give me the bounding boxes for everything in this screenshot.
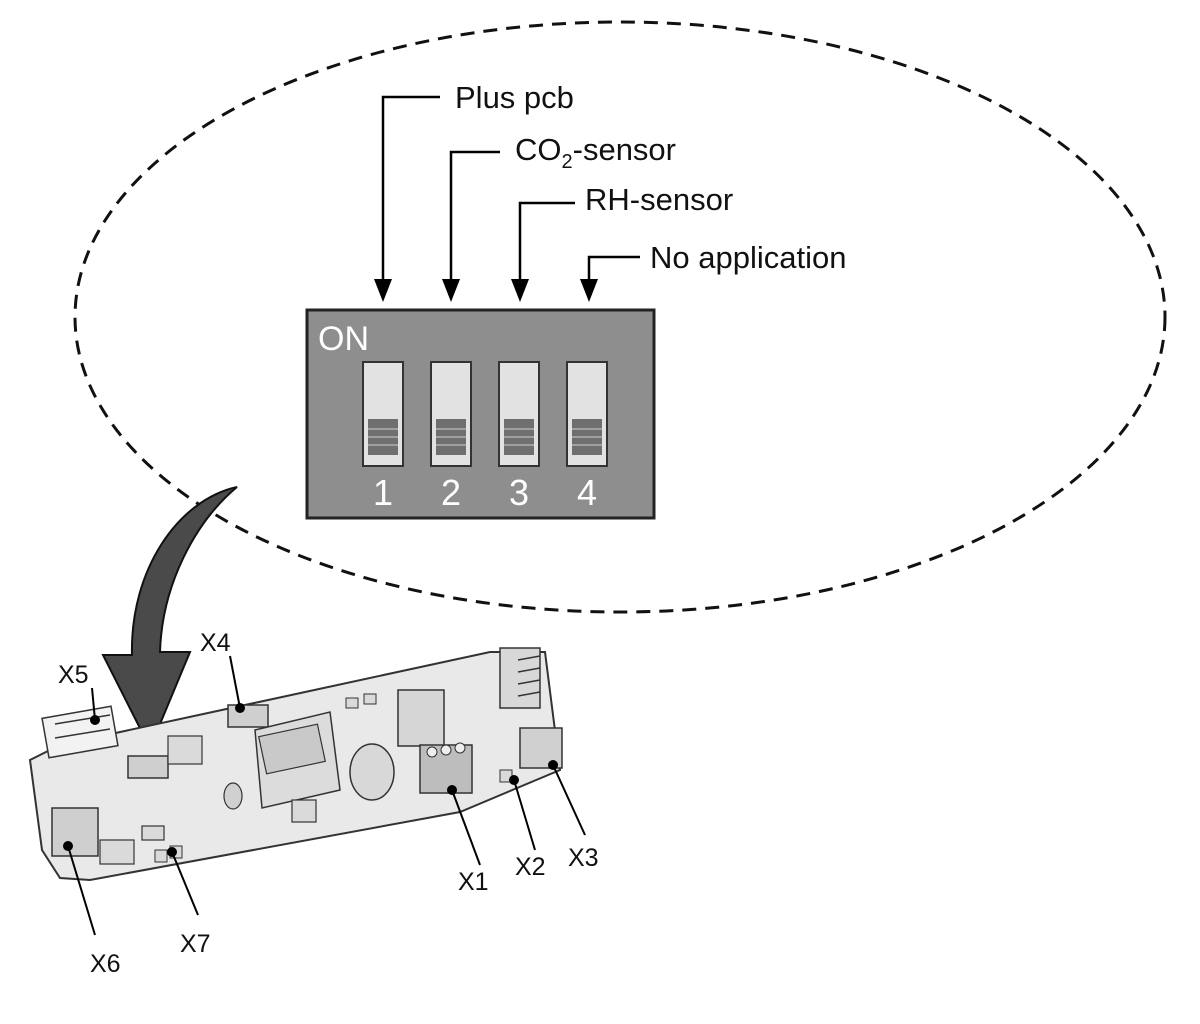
leader-switch-4 [587,255,640,288]
leader-switch-3 [518,201,575,288]
label-rh-sensor: RH-sensor [585,182,733,217]
label-co2-suffix: -sensor [573,132,676,167]
label-x2: X2 [515,853,546,881]
label-x1: X1 [458,868,489,896]
switch-2[interactable] [430,361,472,467]
connector-leaders [63,655,586,936]
magnification-ellipse [73,20,1167,614]
switch-number-4: 4 [577,472,597,513]
label-co2-subscript: 2 [562,151,573,173]
switch-3[interactable] [498,361,540,467]
callout-leaders [381,95,640,288]
curved-arrow-icon [101,486,238,751]
label-x4: X4 [200,629,231,657]
connector-x6 [51,807,99,857]
relay [397,689,445,747]
on-label: ON [318,320,369,358]
pcb-board [28,647,563,882]
label-plus-pcb: Plus pcb [455,80,574,115]
arrowhead-3 [511,279,529,302]
header-pins [499,647,541,709]
label-x6: X6 [90,950,121,978]
switch-1[interactable] [362,361,404,467]
switch-4[interactable] [566,361,608,467]
capacitor-small [223,782,243,810]
arrowhead-4 [580,279,598,302]
label-x7: X7 [180,930,211,958]
label-co2-sensor: CO2-sensor [515,132,676,173]
arrowhead-2 [442,279,460,302]
label-no-application: No application [650,240,846,275]
transformer-core [257,723,327,775]
leader-switch-2 [449,150,500,288]
dip-switch: ON 1 2 [305,308,656,520]
board-dip-switch [127,755,169,779]
label-x3: X3 [568,844,599,872]
switch-number-2: 2 [441,472,461,513]
connector-x4 [227,704,269,728]
callout-arrowheads [374,279,598,302]
label-x5: X5 [58,661,89,689]
switch-number-1: 1 [373,472,393,513]
arrowhead-1 [374,279,392,302]
leader-switch-1 [381,95,440,288]
switch-number-3: 3 [509,472,529,513]
capacitor [349,743,395,801]
label-co2-main: CO [515,132,562,167]
